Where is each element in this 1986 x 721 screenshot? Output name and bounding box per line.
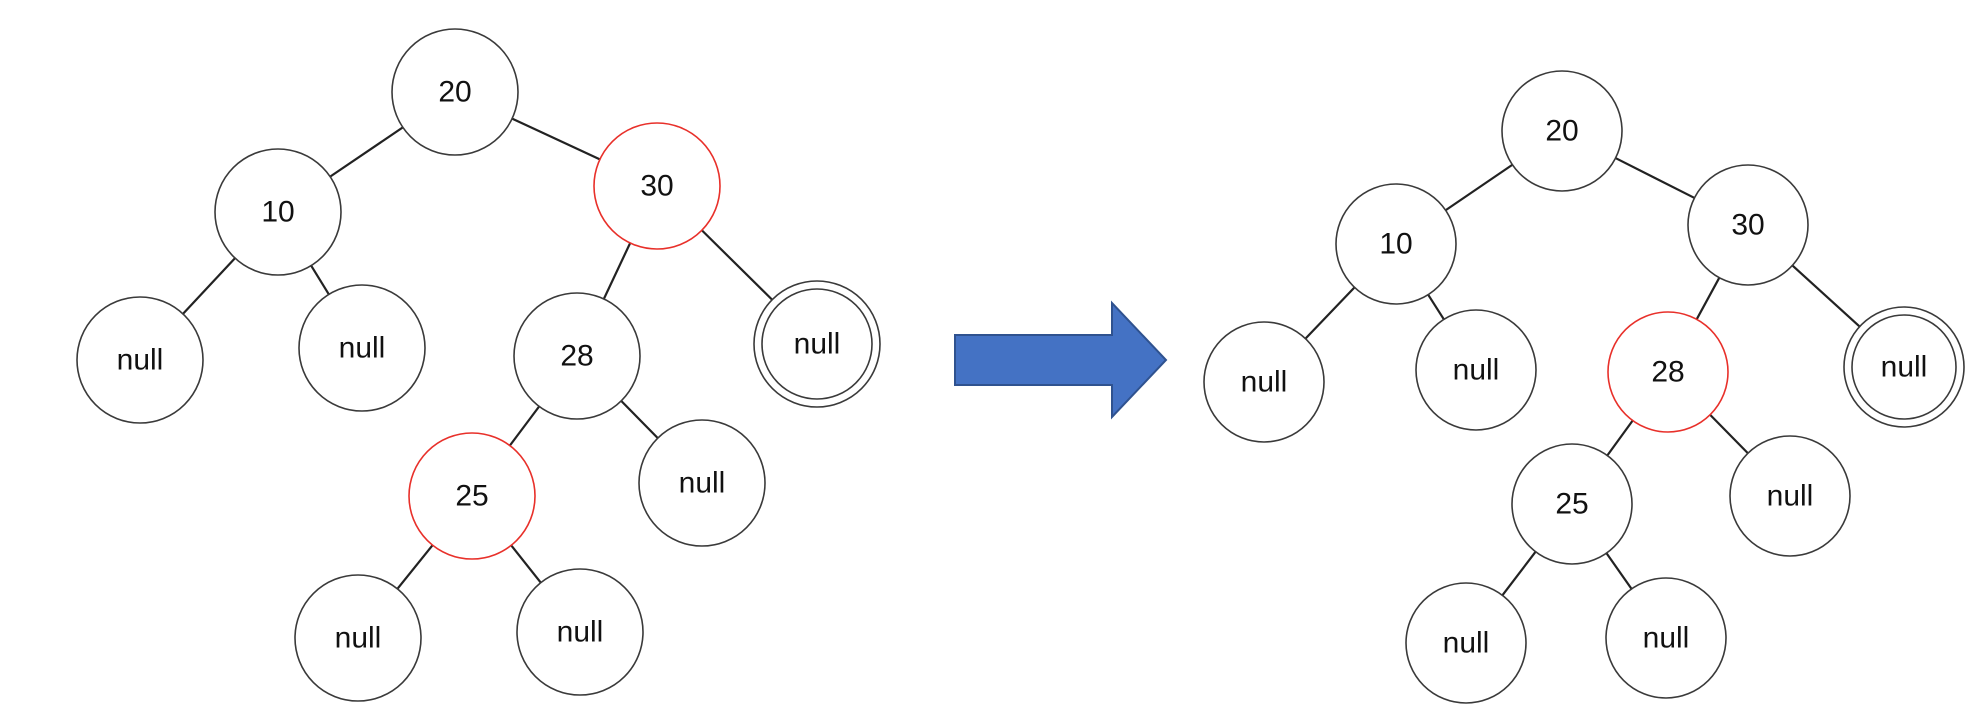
tree-edge xyxy=(1605,552,1633,590)
after-tree-node-ml6: null xyxy=(1605,577,1727,699)
node-circle xyxy=(1501,70,1623,192)
node-circle xyxy=(1415,309,1537,431)
node-label: null xyxy=(1643,622,1690,655)
node-label: null xyxy=(1767,480,1814,513)
before-tree-node-nl6: null xyxy=(516,568,644,696)
node-label: 10 xyxy=(1379,228,1412,261)
tree-edge xyxy=(1606,419,1634,457)
node-label: null xyxy=(1443,627,1490,660)
node-label: 28 xyxy=(1651,356,1684,389)
before-tree-node-n25: 25 xyxy=(408,432,536,560)
after-tree-node-ml3: null xyxy=(1843,306,1965,428)
node-label: null xyxy=(339,332,386,365)
tree-edge xyxy=(1444,163,1514,212)
node-circle xyxy=(298,284,426,412)
after-tree-node-m10: 10 xyxy=(1335,183,1457,305)
node-inner-circle xyxy=(761,288,873,400)
node-circle xyxy=(513,292,641,420)
node-circle xyxy=(1511,443,1633,565)
tree-edge xyxy=(1501,551,1537,596)
node-label: null xyxy=(1453,354,1500,387)
arrow-layer xyxy=(954,300,1168,420)
node-circle xyxy=(1405,582,1527,704)
node-circle xyxy=(408,432,536,560)
tree-edge xyxy=(620,400,659,439)
after-tree-node-m30: 30 xyxy=(1687,164,1809,286)
node-circle xyxy=(391,28,519,156)
node-label: 28 xyxy=(560,340,593,373)
tree-edge xyxy=(701,229,773,301)
node-label: null xyxy=(679,467,726,500)
node-label: null xyxy=(1881,351,1928,384)
before-tree-node-n30: 30 xyxy=(593,122,721,250)
node-label: 20 xyxy=(438,76,471,109)
node-circle xyxy=(1687,164,1809,286)
node-label: 25 xyxy=(455,480,488,513)
before-tree-node-nl1: null xyxy=(76,296,204,424)
node-label: null xyxy=(794,328,841,361)
node-label: 30 xyxy=(1731,209,1764,242)
tree-edge xyxy=(510,544,542,584)
tree-edge xyxy=(1791,264,1861,328)
tree-edge xyxy=(511,117,601,161)
after-tree-node-m20: 20 xyxy=(1501,70,1623,192)
node-circle xyxy=(76,296,204,424)
node-circle xyxy=(1607,311,1729,433)
after-tree-node-ml2: null xyxy=(1415,309,1537,431)
node-label: null xyxy=(557,616,604,649)
after-tree-node-ml4: null xyxy=(1729,435,1851,557)
tree-edge xyxy=(1695,277,1721,320)
before-tree-node-nl2: null xyxy=(298,284,426,412)
node-label: 20 xyxy=(1545,115,1578,148)
node-circle xyxy=(1605,577,1727,699)
after-tree-node-m28: 28 xyxy=(1607,311,1729,433)
tree-edge xyxy=(329,126,404,178)
node-circle xyxy=(593,122,721,250)
after-tree-node-ml1: null xyxy=(1203,321,1325,443)
before-tree-node-n10: 10 xyxy=(214,148,342,276)
node-circle xyxy=(1335,183,1457,305)
tree-edge xyxy=(1709,413,1749,455)
node-circle xyxy=(1729,435,1851,557)
node-circle xyxy=(214,148,342,276)
before-tree-node-nl5: null xyxy=(294,574,422,702)
node-circle xyxy=(294,574,422,702)
node-label: 30 xyxy=(640,170,673,203)
after-tree-node-m25: 25 xyxy=(1511,443,1633,565)
node-label: 10 xyxy=(261,196,294,229)
node-inner-circle xyxy=(1851,314,1957,420)
tree-edge xyxy=(508,405,541,447)
edges-layer xyxy=(182,117,1861,596)
node-label: null xyxy=(117,344,164,377)
tree-edge xyxy=(1427,294,1445,320)
node-circle xyxy=(1203,321,1325,443)
tree-edge xyxy=(1615,157,1695,199)
node-label: 25 xyxy=(1555,488,1588,521)
tree-edge xyxy=(1304,286,1356,340)
after-tree-node-ml5: null xyxy=(1405,582,1527,704)
nodes-layer: 20 10 30 null null 28 null 25 null null null 20 10 30… xyxy=(76,28,1965,704)
tree-edge xyxy=(182,257,236,315)
tree-edge xyxy=(602,242,632,300)
tree-edge xyxy=(310,265,330,295)
node-label: null xyxy=(1241,366,1288,399)
before-tree-node-n20: 20 xyxy=(391,28,519,156)
right-arrow-icon xyxy=(954,300,1168,420)
before-tree-node-nl4: null xyxy=(638,419,766,547)
node-label: null xyxy=(335,622,382,655)
node-circle xyxy=(638,419,766,547)
node-circle xyxy=(516,568,644,696)
before-tree-node-nl3: null xyxy=(753,280,881,408)
tree-edge xyxy=(396,544,434,590)
before-tree-node-n28: 28 xyxy=(513,292,641,420)
